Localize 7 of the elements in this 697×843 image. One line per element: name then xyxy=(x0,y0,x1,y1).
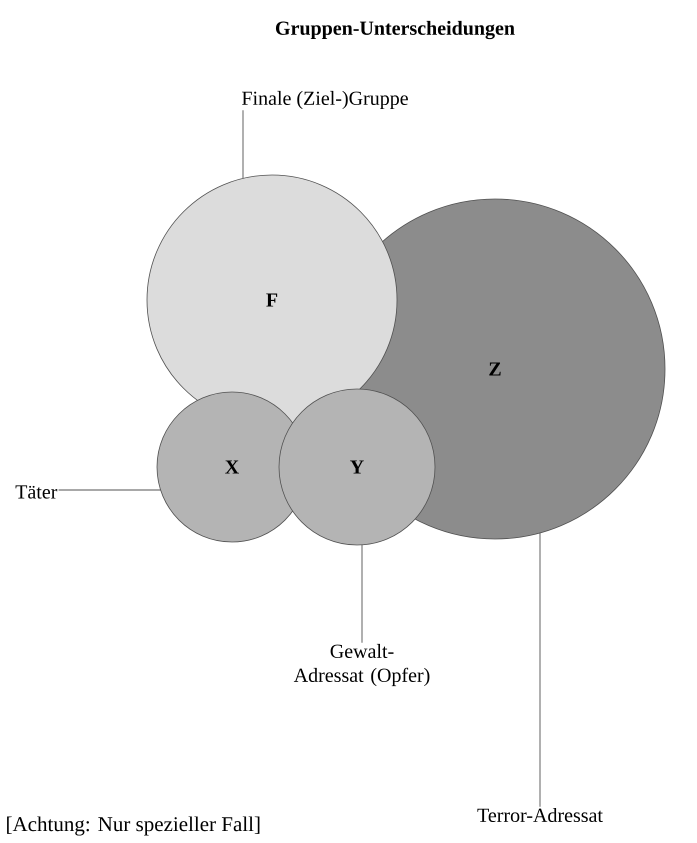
circle-label: Gewalt-Adressat (Opfer) xyxy=(294,644,430,686)
circle-label: Täter xyxy=(16,485,58,499)
circle-label: Finale (Ziel-)Gruppe xyxy=(242,90,408,110)
note: [Achtung: Nur spezieller Fall] xyxy=(7,816,260,836)
leader-line xyxy=(242,110,244,179)
title: Gruppen-Unterscheidungen xyxy=(276,20,515,40)
circle-label: Terror-Adressat xyxy=(477,808,603,822)
